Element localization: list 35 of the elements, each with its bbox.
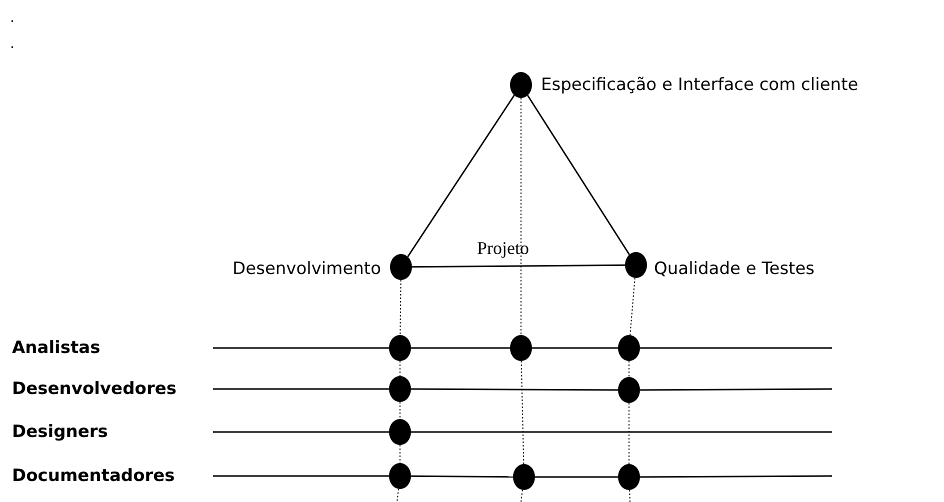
connector-line [532, 347, 618, 349]
connector-line [411, 388, 618, 391]
dotted-line [628, 360, 630, 378]
connector-line [213, 475, 389, 477]
dotted-line [520, 98, 522, 336]
connector-line [535, 476, 618, 478]
dotted-line [630, 277, 636, 336]
connector-line [407, 94, 515, 258]
vertex-label: Especificação e Interface com cliente [541, 75, 858, 95]
connector-line [412, 264, 625, 268]
connector-line [213, 388, 389, 390]
vertex-label: Qualidade e Testes [654, 259, 815, 279]
triangle-label: Projeto [477, 238, 529, 258]
connector-line [411, 475, 513, 478]
connector-line [640, 347, 832, 349]
role-label: Designers [12, 422, 108, 442]
connector-line [640, 475, 832, 478]
dotted-line [520, 360, 524, 464]
dot-mark: . [10, 35, 14, 54]
connector-line [527, 94, 630, 256]
dotted-line [396, 488, 400, 502]
connector-line [411, 431, 832, 433]
role-label: Analistas [12, 338, 100, 358]
role-label: Desenvolvedores [12, 379, 176, 399]
connector-line [411, 347, 510, 349]
dot-mark: . [10, 9, 14, 28]
dotted-line [629, 489, 630, 502]
connector-line [213, 431, 389, 433]
dotted-line [400, 280, 402, 336]
dotted-line [520, 489, 523, 502]
dotted-line [628, 402, 630, 464]
role-label: Documentadores [12, 466, 175, 486]
vertex-label: Desenvolvimento [232, 259, 381, 279]
connector-line [213, 347, 389, 349]
connector-line [640, 388, 832, 391]
